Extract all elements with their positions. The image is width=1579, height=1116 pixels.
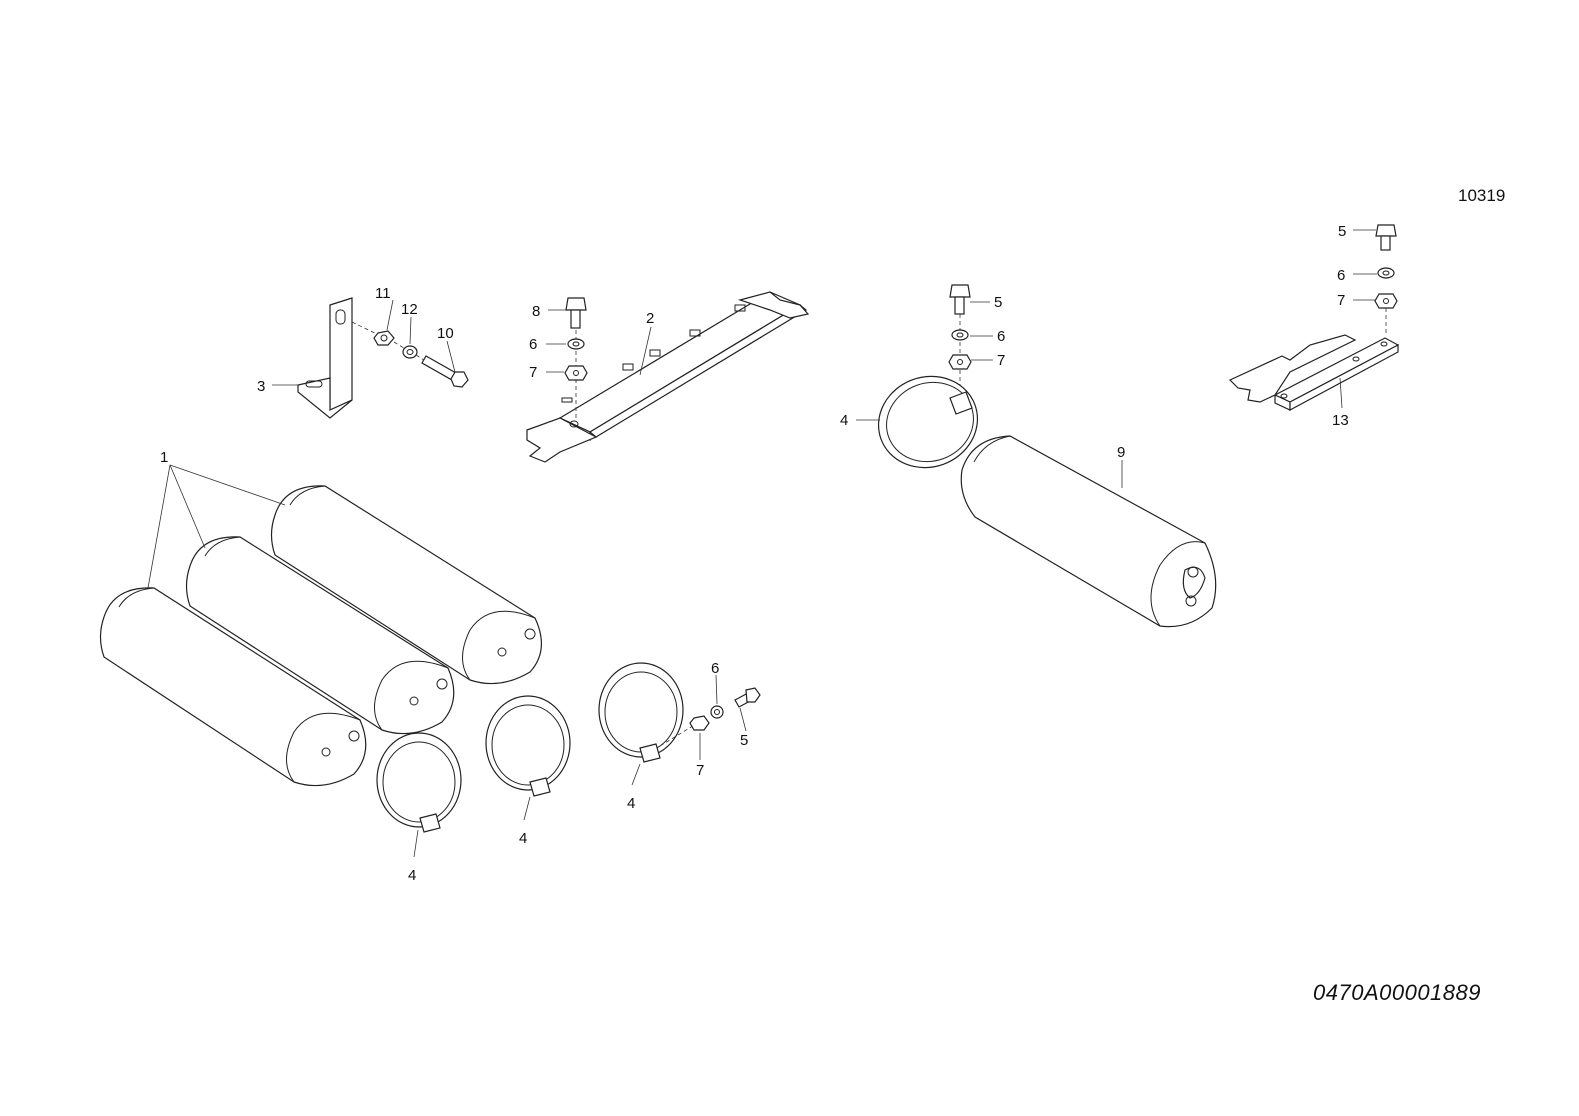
bolt-strap (734, 687, 761, 708)
washer-rail (567, 338, 585, 350)
strap-a (376, 732, 462, 833)
strap-c (598, 662, 697, 763)
bracket-part (297, 297, 386, 419)
sheet-number: 10319 (1458, 186, 1505, 205)
tank-back (270, 485, 542, 685)
nut-bracket (373, 330, 395, 346)
callout-bolt-rail: 8 (532, 303, 540, 320)
bolt-rail (565, 297, 587, 329)
callout-bracket: 3 (257, 378, 265, 395)
callout-tank-single: 9 (1117, 444, 1125, 461)
callout-nut-bracket: 11 (375, 285, 391, 302)
washer-bracket (393, 341, 418, 359)
nut-far (1374, 293, 1398, 335)
callout-strap-c: 4 (627, 795, 635, 812)
callout-bolt-mid: 5 (994, 294, 1002, 311)
callout-washer-far: 6 (1337, 267, 1345, 284)
tank-middle (185, 536, 455, 735)
nut-rail (564, 365, 588, 381)
callout-strap-right: 4 (840, 412, 848, 429)
callout-nut-mid: 7 (997, 352, 1005, 369)
callout-nut-strap: 7 (696, 762, 704, 779)
callout-washer-strap: 6 (711, 660, 719, 677)
callout-bolt-far: 5 (1338, 223, 1346, 240)
callout-bolt-strap: 5 (740, 732, 748, 749)
callout-nut-rail: 7 (529, 364, 537, 381)
callout-rail: 2 (646, 310, 654, 327)
rail-part (526, 291, 810, 463)
callout-leaders (147, 229, 1377, 858)
callout-tank-group: 1 (160, 449, 168, 466)
bolt-far (1375, 224, 1397, 251)
washer-strap (710, 705, 724, 719)
plate-part (1228, 334, 1400, 412)
drawing-number: 0470A00001889 (1313, 980, 1481, 1005)
bolt-mid (949, 284, 971, 392)
nut-strap (689, 715, 710, 731)
callout-washer-bracket: 12 (401, 301, 418, 318)
washer-mid (951, 329, 969, 341)
callout-nut-far: 7 (1337, 292, 1345, 309)
callout-strap-b: 4 (519, 830, 527, 847)
strap-right (877, 375, 979, 469)
bolt-bracket (415, 354, 469, 388)
callout-washer-mid: 6 (997, 328, 1005, 345)
callout-washer-rail: 6 (529, 336, 537, 353)
tank-single (960, 435, 1217, 628)
callout-plate: 13 (1332, 412, 1349, 429)
tank-front (99, 587, 367, 787)
washer-far (1377, 267, 1395, 279)
strap-b (485, 695, 571, 797)
callout-strap-a: 4 (408, 867, 416, 884)
nut-mid (948, 354, 972, 370)
callout-bolt-bracket: 10 (437, 325, 454, 342)
